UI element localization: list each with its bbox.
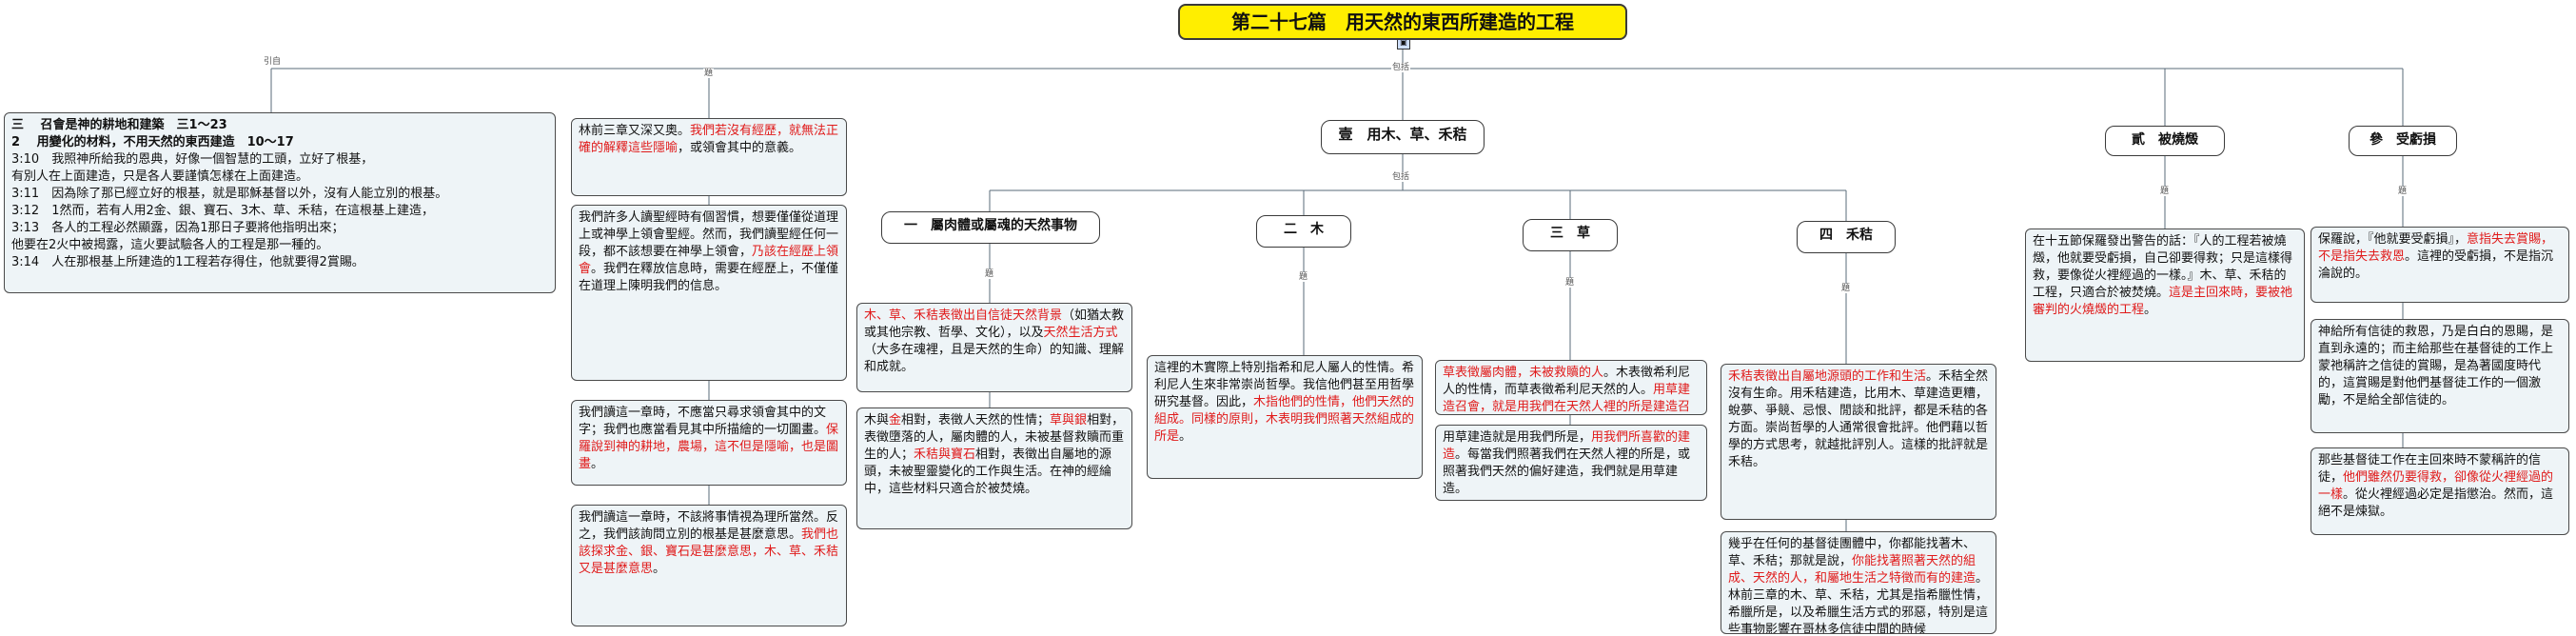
text: 。我們在釋放信息時，需要在經歷上，不僅僅在道理上陳明我們的信息。 (579, 262, 839, 293)
highlight-text: 乃該在經歷上領會 (579, 245, 839, 276)
loss-note-3[interactable]: 那些基督徒工作在主回來時不蒙稱許的信徒，他們雖然仍要得救，卻像從火裡經過的一樣。… (2311, 447, 2569, 535)
highlight-text: 木、草、禾秸表徵出自信徒天然背景 (864, 308, 1063, 323)
edge-label-baokuo: 包括 (1391, 63, 1411, 72)
intro-note-2[interactable]: 我們許多人讀聖經時有個習慣，想要僅僅從道理上或神學上領會聖經。然而，我們讀聖經任… (571, 205, 847, 381)
highlight-text: 你能找著照著天然的組成、天然的人，和屬地生活之特徵而有的建造 (1728, 554, 1976, 586)
highlight-text: 天然生活方式 (1043, 326, 1118, 340)
edge-label-ti: 題 (703, 69, 715, 78)
text: 那些基督徒工作在主回來時不蒙稱許的信徒， (2318, 453, 2542, 485)
loss-note-1[interactable]: 保羅說，『他就要受虧損』，意指失去賞賜，不是指失去救恩。這裡的受虧損，不是指沉淪… (2311, 227, 2569, 303)
edge-label-ti-sub2: 題 (1298, 272, 1309, 282)
text: 幾乎在任何的基督徒團體中，你都能找著木、草、禾秸；那就是說， (1728, 537, 1976, 568)
heading-text: 貳 被燒燬 (2132, 132, 2198, 148)
text: 神給所有信徒的救恩，乃是白白的恩賜，是直到永遠的；而主給那些在基督徒的工作上蒙祂… (2318, 325, 2554, 407)
text: 用草建造就是用我們所是， (1443, 430, 1592, 445)
highlight-text: 禾秸與寶石 (914, 447, 976, 462)
ref-line: 3:12 1然而，若有人用2金、銀、寶石、3木、草、禾秸，在這根基上建造， (11, 204, 435, 218)
ref-line: 2 用變化的材料，不用天然的東西建造 10～17 (11, 135, 294, 149)
highlight-text: 我們若沒有經歷，就無法正確的解釋這些隱喻 (579, 124, 839, 155)
highlight-text: 我們也該探求金、銀、寶石是甚麼意思，木、草、禾秸又是甚麼意思 (579, 527, 839, 576)
text: 林前三章又深又奧。 (579, 124, 691, 138)
section-heading-burned[interactable]: 貳 被燒燬 (2105, 126, 2225, 156)
text: 。 (2144, 303, 2157, 317)
ref-line: 3:14 人在那根基上所建造的1工程若存得住，他就要得2賞賜。 (11, 255, 364, 269)
text: 。這裡的受虧損，不是指沉淪說的。 (2318, 249, 2554, 281)
highlight-text: 金 (889, 413, 902, 427)
text: 在十五節保羅發出警告的話：『人的工程若被燒燬，他就要受虧損，自己卻要得救；只是這… (2033, 234, 2293, 300)
highlight-text: 用草建造召會，就是用我們在天然人裡的所是建造召會 (1443, 383, 1691, 414)
text: 。 (653, 562, 666, 576)
text: ，或領會其中的意義。 (678, 141, 802, 155)
highlight-text: 這是主回來時，要被祂審判的火燒燬的工程 (2033, 286, 2293, 317)
highlight-text: 禾秸表徵出自屬地源頭的工作和生活 (1728, 369, 1927, 384)
highlight-text: 他們雖然仍要得救，卻像從火裡經過的一樣 (2318, 470, 2554, 502)
ref-line: 他要在2火中被揭露，這火要試驗各人的工程是那一種的。 (11, 238, 329, 252)
text: 我們讀這一章時，不該將事情視為理所當然。反之，我們該詢問立別的根基是甚麼意思。 (579, 510, 839, 542)
sub-heading-stubble[interactable]: 四 禾秸 (1797, 221, 1896, 253)
text: 。 (591, 457, 604, 471)
heading-text: 壹 用木、草、禾秸 (1338, 126, 1467, 143)
heading-text: 二 木 (1284, 222, 1324, 237)
sub4-note-1[interactable]: 禾秸表徵出自屬地源頭的工作和生活。禾秸全然沒有生命。用禾秸建造，比用木、草建造更… (1721, 364, 1996, 520)
text: 相對，表徵墮落的人，屬肉體的人，未被基督救贖而重生的人； (864, 413, 1125, 462)
burn-note-1[interactable]: 在十五節保羅發出警告的話：『人的工程若被燒燬，他就要受虧損，自己卻要得救；只是這… (2025, 229, 2305, 362)
ref-line: 3:10 我照神所給我的恩典，好像一個智慧的工頭，立好了根基， (11, 152, 374, 167)
intro-note-1[interactable]: 林前三章又深又奧。我們若沒有經歷，就無法正確的解釋這些隱喻，或領會其中的意義。 (571, 118, 847, 196)
text: 。禾秸全然沒有生命。用禾秸建造，比用木、草建造更糟，蛻夢、爭競、忌恨、閒談和批評… (1728, 369, 1989, 469)
sub-heading-wood[interactable]: 二 木 (1256, 215, 1351, 248)
sub1-note-2[interactable]: 木與金相對，表徵人天然的性情；草與銀相對，表徵墮落的人，屬肉體的人，未被基督救贖… (856, 407, 1132, 529)
text: 木與 (864, 413, 890, 427)
highlight-text: 意指失去賞賜，不是指失去救恩 (2318, 232, 2554, 264)
ref-line: 三 召會是神的耕地和建築 三1～23 (11, 118, 227, 132)
heading-text: 四 禾秸 (1819, 228, 1873, 243)
highlight-text: 保羅說到神的耕地，農場，這不但是隱喻，也是圖畫 (579, 423, 839, 471)
edge-label-ti-burn: 題 (2159, 187, 2171, 196)
ref-line: 3:13 各人的工程必然顯露，因為1那日子要將他指明出來； (11, 221, 344, 235)
sub1-note-1[interactable]: 木、草、禾秸表徵出自信徒天然背景（如猶太教或其他宗教、哲學、文化），以及天然生活… (856, 303, 1132, 392)
edge-label-yinzi: 引自 (263, 57, 283, 67)
scripture-reference-node[interactable]: 三 召會是神的耕地和建築 三1～23 2 用變化的材料，不用天然的東西建造 10… (4, 112, 556, 293)
text: 。每當我們照著我們在天然人裡的所是，或照著我們天然的偏好建造，我們就是用草建造。 (1443, 447, 1691, 496)
edge-label-ti-sub3: 題 (1564, 278, 1576, 288)
text: 這裡的木實際上特別指希和尼人屬人的性情。希利尼人生來非常崇尚哲學。我信他們甚至用… (1154, 361, 1415, 409)
edge-label-ti-sub4: 題 (1840, 284, 1852, 293)
intro-note-3[interactable]: 我們讀這一章時，不應當只尋求領會其中的文字；我們也應當看見其中所描繪的一切圖畫。… (571, 400, 847, 486)
loss-note-2[interactable]: 神給所有信徒的救恩，乃是白白的恩賜，是直到永遠的；而主給那些在基督徒的工作上蒙祂… (2311, 319, 2569, 433)
sub3-note-1[interactable]: 草表徵屬肉體，未被救贖的人。木表徵希利尼人的性情，而草表徵希利尼天然的人。用草建… (1435, 360, 1707, 415)
highlight-text: 用我們所喜歡的建造 (1443, 430, 1691, 462)
text: （大多在魂裡，且是天然的生命）的知識、理解和成就。 (864, 343, 1125, 374)
page-title[interactable]: 第二十七篇 用天然的東西所建造的工程 (1178, 4, 1627, 40)
intro-note-4[interactable]: 我們讀這一章時，不該將事情視為理所當然。反之，我們該詢問立別的根基是甚麼意思。我… (571, 505, 847, 626)
text: 。林前三章的木、草、禾秸，尤其是指希臘性情，希臘所是，以及希臘生活方式的邪惡，特… (1728, 571, 1989, 634)
text: 相對，表徵出自屬地的源頭，未被聖靈變化的工作與生活。在神的經綸中，這些材料只適合… (864, 447, 1112, 496)
text: （如猶太教或其他宗教、哲學、文化），以及 (864, 308, 1125, 340)
page-title-text: 第二十七篇 用天然的東西所建造的工程 (1231, 10, 1574, 33)
sub3-note-2[interactable]: 用草建造就是用我們所是，用我們所喜歡的建造。每當我們照著我們在天然人裡的所是，或… (1435, 425, 1707, 501)
highlight-text: 草與銀 (1050, 413, 1088, 427)
section-heading-wood-grass-stubble[interactable]: 壹 用木、草、禾秸 (1321, 120, 1485, 154)
edge-label-ti-loss: 題 (2397, 187, 2409, 196)
text: 相對，表徵人天然的性情； (901, 413, 1051, 427)
heading-text: 三 草 (1550, 226, 1590, 241)
text: 我們讀這一章時，不應當只尋求領會其中的文字；我們也應當看見其中所描繪的一切圖畫。 (579, 406, 827, 437)
highlight-text: 草表徵屬肉體，未被救贖的人 (1443, 366, 1604, 380)
sub4-note-2[interactable]: 幾乎在任何的基督徒團體中，你都能找著木、草、禾秸；那就是說，你能找著照著天然的組… (1721, 531, 1996, 634)
heading-text: 一 屬肉體或屬魂的天然事物 (904, 218, 1077, 233)
text: 保羅說，『他就要受虧損』， (2318, 232, 2468, 247)
section-heading-loss[interactable]: 參 受虧損 (2349, 126, 2457, 156)
highlight-text: 木指他們的性情，他們天然的組成。同樣的原則，木表明我們照著天然組成的所是 (1154, 395, 1415, 444)
ref-line: 3:11 因為除了那已經立好的根基，就是耶穌基督以外，沒有人能立別的根基。 (11, 187, 448, 201)
sub-heading-grass[interactable]: 三 草 (1523, 219, 1618, 251)
edge-label-ti-sub1: 題 (984, 269, 995, 279)
ref-line: 有別人在上面建造，只是各人要謹慎怎樣在上面建造。 (11, 169, 309, 184)
text: 。木表徵希利尼人的性情，而草表徵希利尼天然的人。 (1443, 366, 1691, 397)
text: 我們許多人讀聖經時有個習慣，想要僅僅從道理上或神學上領會聖經。然而，我們讀聖經任… (579, 210, 839, 259)
sub2-note-1[interactable]: 這裡的木實際上特別指希和尼人屬人的性情。希利尼人生來非常崇尚哲學。我信他們甚至用… (1147, 355, 1423, 479)
sub-heading-natural-things[interactable]: 一 屬肉體或屬魂的天然事物 (881, 211, 1100, 244)
edge-label-baokuo-main: 包括 (1391, 172, 1411, 182)
text: 。從火裡經過必定是指懲治。然而，這絕不是煉獄。 (2318, 487, 2554, 519)
heading-text: 參 受虧損 (2370, 132, 2436, 148)
text: 。 (1179, 429, 1192, 444)
